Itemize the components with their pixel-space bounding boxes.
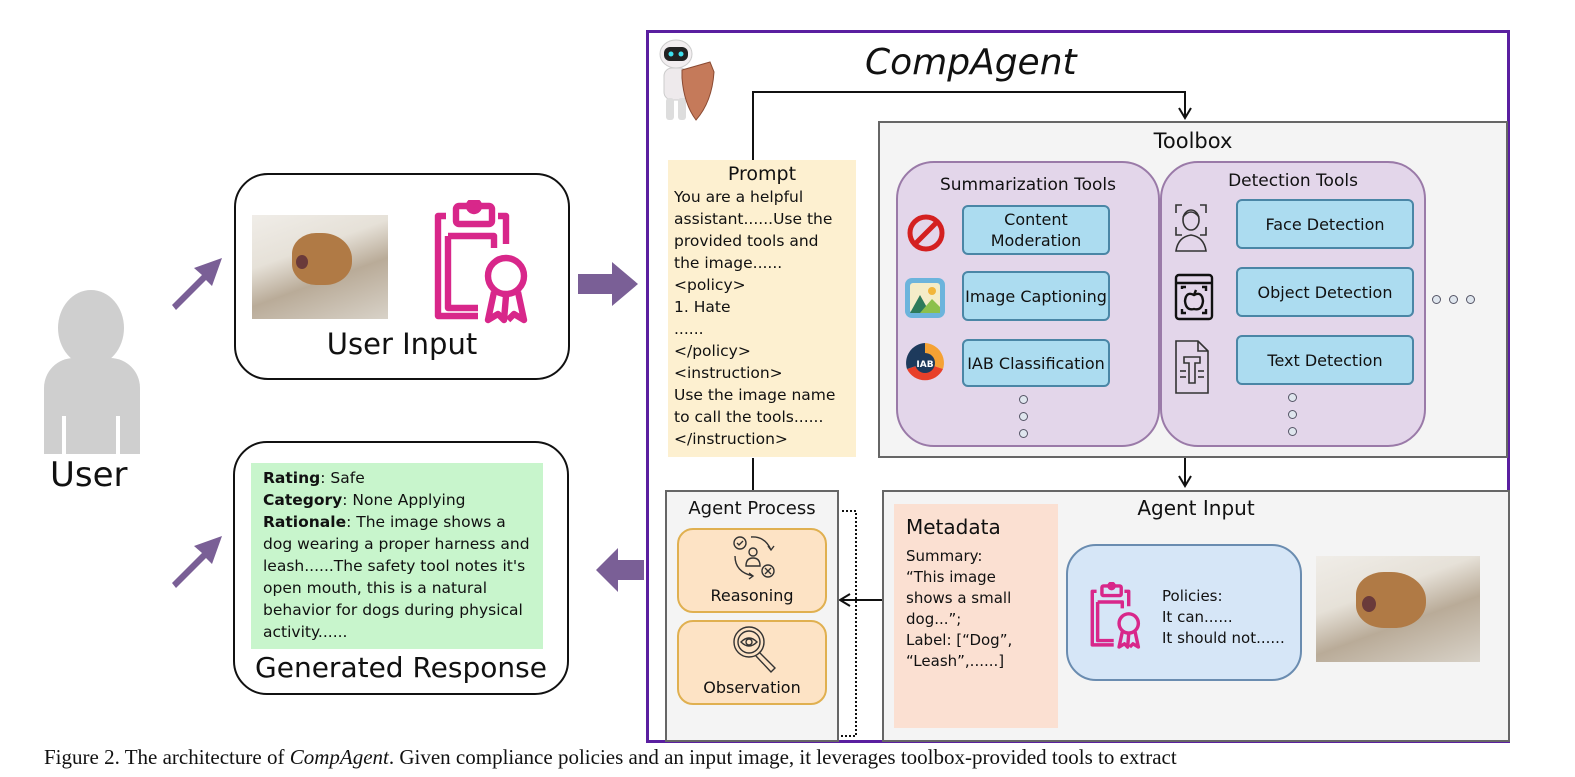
landscape-image-icon	[905, 278, 945, 318]
arrow-response-to-user	[172, 536, 222, 588]
arrow-input-to-prompt	[578, 262, 638, 306]
text-document-icon	[1175, 340, 1209, 394]
prompt-title: Prompt	[727, 163, 797, 185]
agent-process-panel: Agent Process Reasoning Observation	[665, 490, 839, 742]
user-head-icon	[58, 290, 124, 366]
policy-line: It should not......	[1162, 629, 1285, 647]
robot-shield-icon	[659, 39, 715, 121]
metadata-title: Metadata	[906, 515, 1001, 539]
tool-face-detection[interactable]: Face Detection	[1236, 199, 1414, 249]
caption-prefix: Figure 2. The architecture of	[44, 745, 290, 769]
prompt-line: <instruction>	[674, 364, 783, 382]
category-value: : None Applying	[342, 491, 466, 509]
reasoning-label: Reasoning	[710, 586, 794, 605]
user-arm-gap	[62, 416, 66, 454]
prompt-line: ......	[674, 320, 704, 338]
prompt-line: to call the tools......	[674, 408, 824, 426]
prompt-line: assistant......Use the	[674, 210, 833, 228]
reasoning-cycle-icon	[733, 536, 775, 580]
step-observation[interactable]: Observation	[677, 620, 827, 705]
toolbox-title: Toolbox	[1153, 129, 1233, 153]
policy-clipboard-icon	[1090, 582, 1141, 649]
iab-badge-icon: IAB	[906, 343, 944, 381]
dog-mouth	[296, 255, 308, 269]
prompt-line: 1. Hate	[674, 298, 731, 316]
caption-suffix: . Given compliance policies and an input…	[388, 745, 1177, 769]
policies-card: Policies: It can...... It should not....…	[1066, 544, 1302, 681]
prompt-line: provided tools and	[674, 232, 819, 250]
dog-photo	[1316, 556, 1480, 662]
dog-photo	[252, 215, 388, 319]
rationale-key: Rationale	[263, 513, 347, 531]
metadata-line: “This image	[906, 568, 996, 586]
policy-line: Policies:	[1162, 587, 1223, 605]
agent-process-title: Agent Process	[688, 498, 816, 519]
policy-clipboard-icon	[434, 200, 528, 324]
metadata-line: Label: [“Dog”,	[906, 631, 1013, 649]
prompt-line: </policy>	[674, 342, 751, 360]
prompt-line: Use the image name	[674, 386, 836, 404]
detection-tools-group: Detection Tools Face Detection Object De…	[1160, 161, 1426, 447]
more-tools-vertical-dots	[1288, 393, 1297, 436]
object-scan-icon	[1174, 273, 1214, 321]
observation-label: Observation	[703, 678, 801, 697]
dog-mouth	[1362, 596, 1376, 612]
detection-tools-title: Detection Tools	[1228, 171, 1358, 191]
user-input-box: User Input	[234, 173, 570, 380]
rating-value: : Safe	[320, 469, 365, 487]
tool-iab-classification[interactable]: IAB Classification	[962, 339, 1110, 387]
more-tool-groups-dots	[1432, 295, 1475, 304]
tool-content-moderation[interactable]: Content Moderation	[962, 205, 1110, 255]
user-label: User	[50, 455, 128, 495]
user-body-icon	[44, 358, 140, 454]
tool-object-detection[interactable]: Object Detection	[1236, 267, 1414, 317]
compagent-title: CompAgent	[865, 42, 1077, 83]
summarization-tools-title: Summarization Tools	[939, 175, 1116, 195]
prompt-line: </instruction>	[674, 430, 788, 448]
prompt-line: You are a helpful	[674, 188, 804, 206]
caption-italic: CompAgent	[289, 745, 389, 769]
policies-text: Policies: It can...... It should not....…	[1162, 586, 1285, 649]
magnifier-eye-icon	[733, 626, 776, 674]
face-scan-icon	[1175, 204, 1207, 252]
generated-response-box: Rating: Safe Category: None Applying Rat…	[233, 441, 569, 695]
figure-caption: Figure 2. The architecture of CompAgent.…	[0, 745, 1575, 770]
more-tools-vertical-dots	[1019, 395, 1028, 438]
prohibited-icon	[907, 214, 945, 252]
prompt-line: <policy>	[674, 276, 746, 294]
tool-image-captioning[interactable]: Image Captioning	[962, 271, 1110, 321]
category-key: Category	[263, 491, 343, 509]
metadata-line: “Leash”,......]	[906, 652, 1005, 670]
policy-line: It can......	[1162, 608, 1233, 626]
iab-badge-text: IAB	[916, 360, 933, 370]
metadata-card: Metadata Summary: “This image shows a sm…	[894, 504, 1058, 728]
arrow-process-to-response	[596, 548, 644, 592]
agent-input-panel: Agent Input Metadata Summary: “This imag…	[882, 490, 1510, 742]
toolbox-panel: Toolbox Summarization Tools Content Mode…	[878, 121, 1508, 458]
summarization-tools-group: Summarization Tools Content Moderation I…	[896, 161, 1160, 447]
tool-text-detection[interactable]: Text Detection	[1236, 335, 1414, 385]
user-arm-gap	[116, 416, 120, 454]
prompt-panel: Prompt You are a helpful assistant......…	[668, 160, 856, 457]
rating-key: Rating	[263, 469, 321, 487]
agent-input-title: Agent Input	[1137, 496, 1255, 520]
metadata-line: shows a small	[906, 589, 1012, 607]
metadata-line: Summary:	[906, 547, 983, 565]
metadata-line: dog...”;	[906, 610, 962, 628]
step-reasoning[interactable]: Reasoning	[677, 528, 827, 613]
response-text: Rating: Safe Category: None Applying Rat…	[251, 463, 543, 649]
user-input-label: User Input	[326, 327, 478, 361]
arrow-user-to-input	[172, 258, 222, 310]
prompt-line: the image......	[674, 254, 783, 272]
rationale-value: : The image shows a dog wearing a proper…	[263, 513, 530, 641]
generated-response-label: Generated Response	[255, 651, 547, 684]
